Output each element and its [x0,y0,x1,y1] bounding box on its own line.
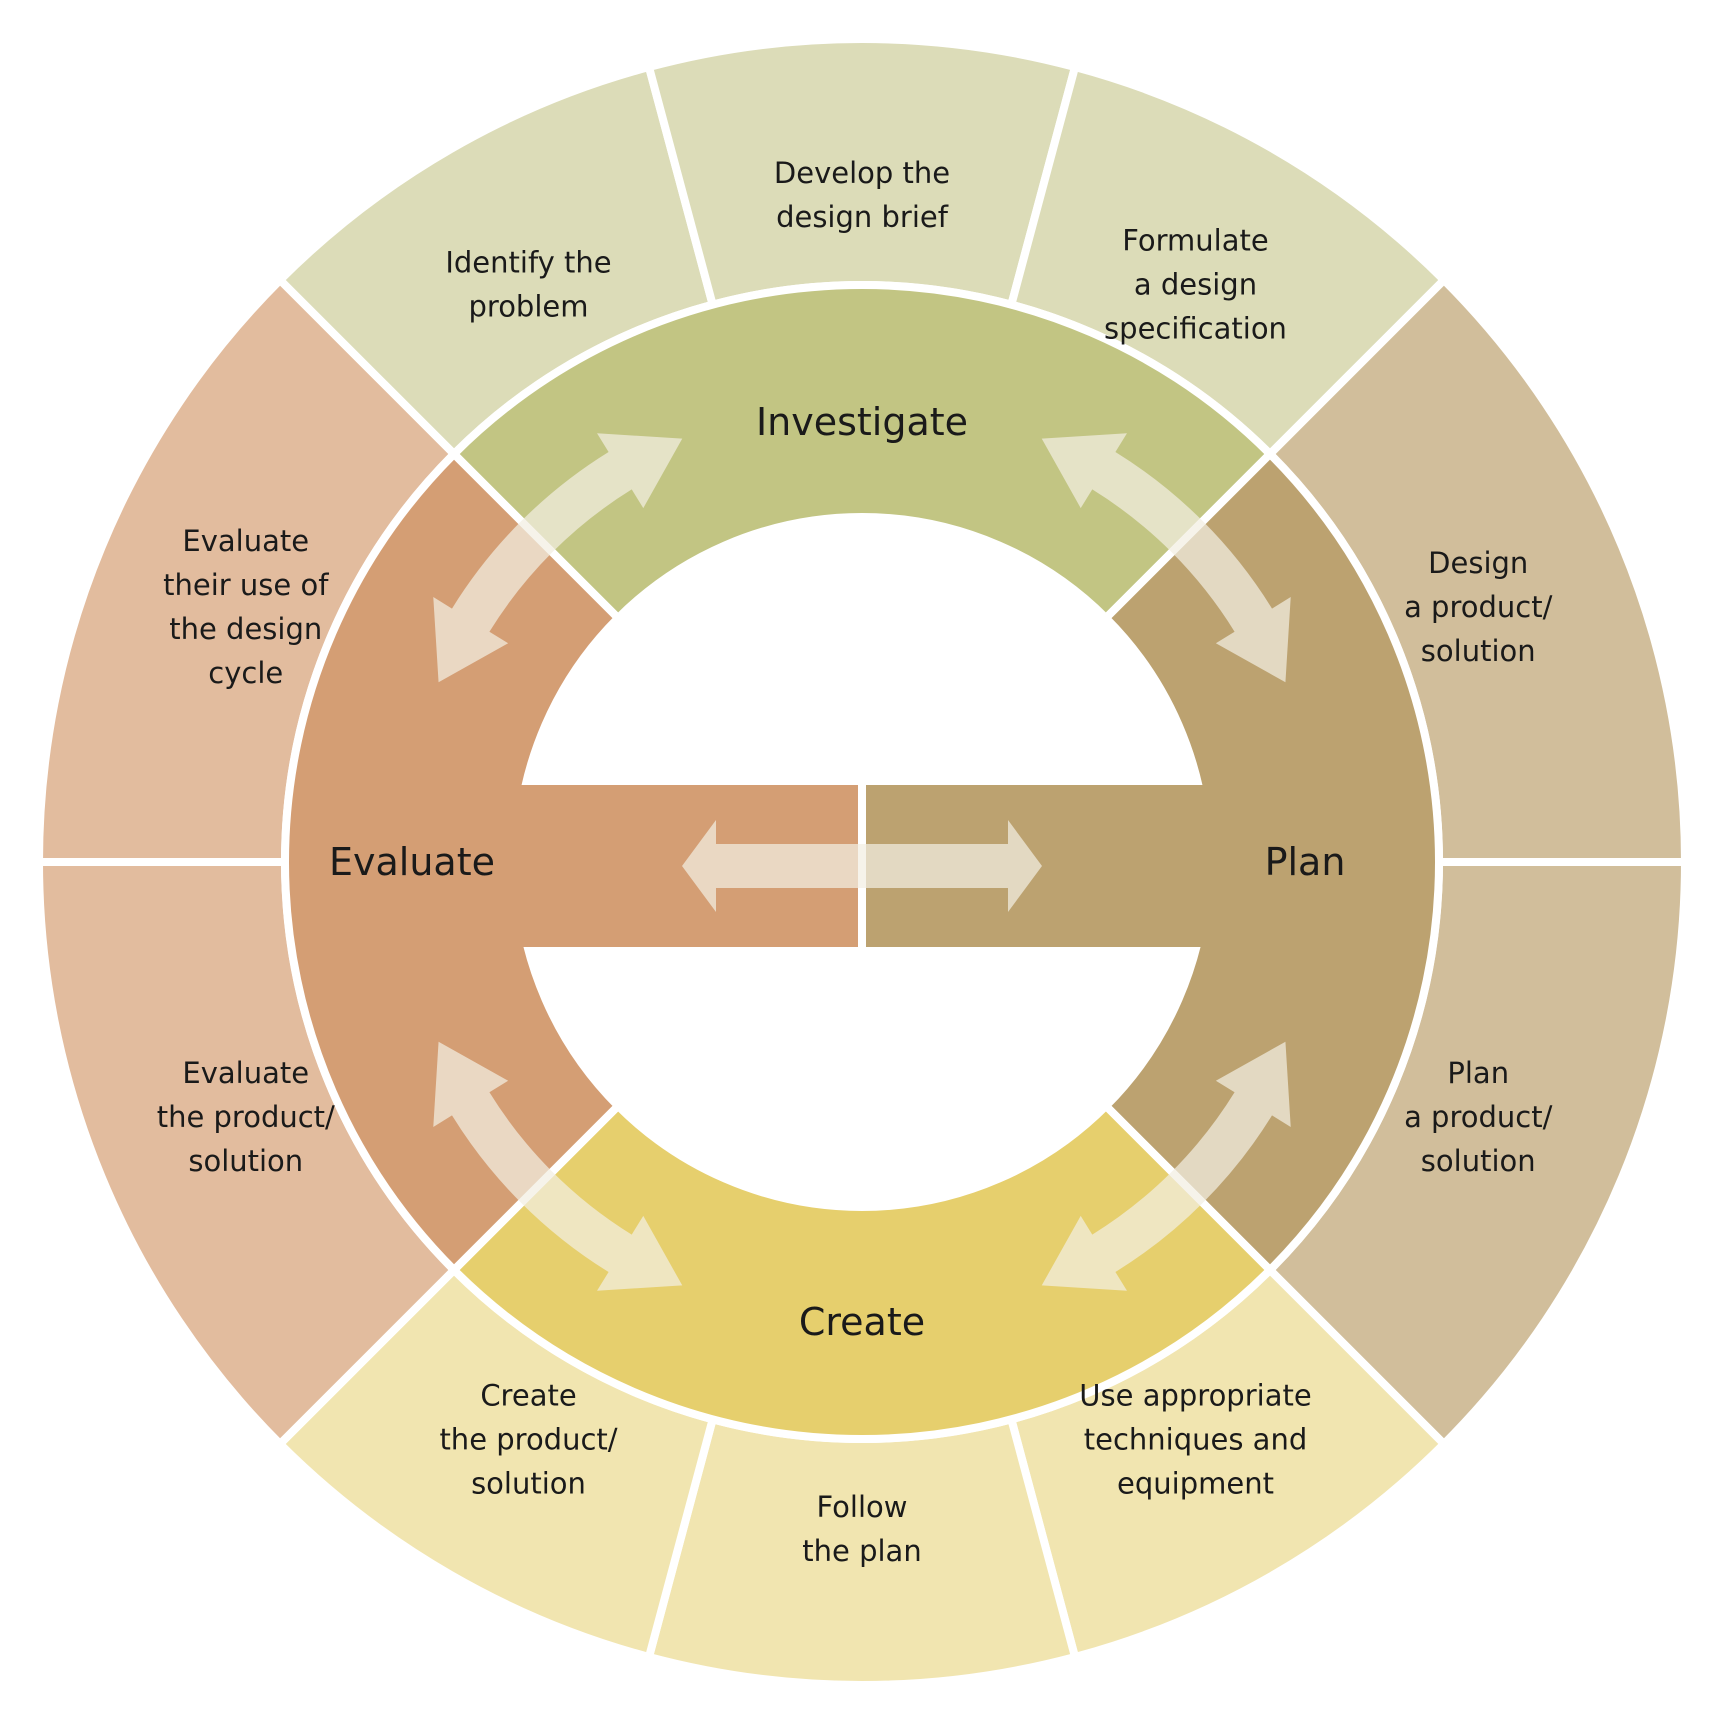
step-label-evaluate-the-product-solution: Evaluate the product/solution [157,1056,335,1178]
step-line: Follow [817,1490,908,1524]
stage-label-create: Create [799,1300,925,1344]
arrow-evaluate-investigate [433,433,683,683]
labels: Identify the problem Develop the design bri… [157,156,1553,1568]
stage-segment-create [448,1100,1276,1443]
step-line: Identify the [445,245,611,279]
step-label-identify-the-problem: Identify the problem [445,245,611,323]
step-label-design-a-product-solution: Design a product/solution [1404,546,1553,668]
step-label-plan-a-product-solution: Plan a product/solution [1404,1056,1553,1178]
step-line: Design [1428,546,1528,580]
step-line: Evaluate [182,1056,309,1090]
stage-segment-investigate [448,281,1276,624]
step-line: solution [188,1144,303,1178]
step-line: Plan [1447,1056,1509,1090]
arrow-plan-create [1041,1041,1291,1291]
step-line: Use appropriate [1079,1379,1311,1413]
stage-label-evaluate: Evaluate [329,840,495,884]
arrow-evaluate-plan [682,820,1042,912]
step-line: solution [471,1467,586,1501]
stage-label-investigate: Investigate [756,400,968,444]
step-line: the product/ [157,1100,335,1134]
arrows [433,433,1291,1291]
step-label-follow-the-plan: Follow the plan [802,1490,921,1568]
step-line: solution [1421,1144,1536,1178]
step-label-use-appropriate-techniques-and-equipment: Use appropriate techniques and equipment [1079,1379,1311,1501]
center-bars [497,785,1227,947]
step-line: the design [169,612,322,646]
step-line: a design [1134,267,1257,301]
arrow-create-evaluate [433,1041,683,1291]
stage-segment-plan [1100,448,1443,1276]
step-label-formulate-a-design-specification: Formulate a design specification [1104,223,1287,345]
inner-ring [281,281,1443,1443]
step-line: problem [469,289,589,323]
step-line: cycle [208,656,283,690]
arrow-investigate-plan [1041,433,1291,683]
step-line: specification [1104,311,1287,345]
step-line: Create [480,1379,576,1413]
step-label-develop-the-design-brief: Develop the design brief [774,156,950,234]
step-line: Develop the [774,156,950,190]
step-line: a product/ [1404,1100,1553,1134]
step-line: the product/ [439,1423,617,1457]
step-line: solution [1421,634,1536,668]
step-line: design brief [776,200,949,234]
step-line: Evaluate [182,524,309,558]
step-label-evaluate-their-use-of-the-design-cycle: Evaluate their use of the design cycle [163,524,329,690]
step-line: Formulate [1122,223,1268,257]
step-line: a product/ [1404,590,1553,624]
step-line: equipment [1117,1467,1274,1501]
stage-label-plan: Plan [1265,840,1346,884]
step-line: the plan [802,1534,921,1568]
step-line: their use of [163,568,329,602]
step-label-create-the-product-solution: Create the product/solution [439,1379,617,1501]
step-line: techniques and [1084,1423,1308,1457]
